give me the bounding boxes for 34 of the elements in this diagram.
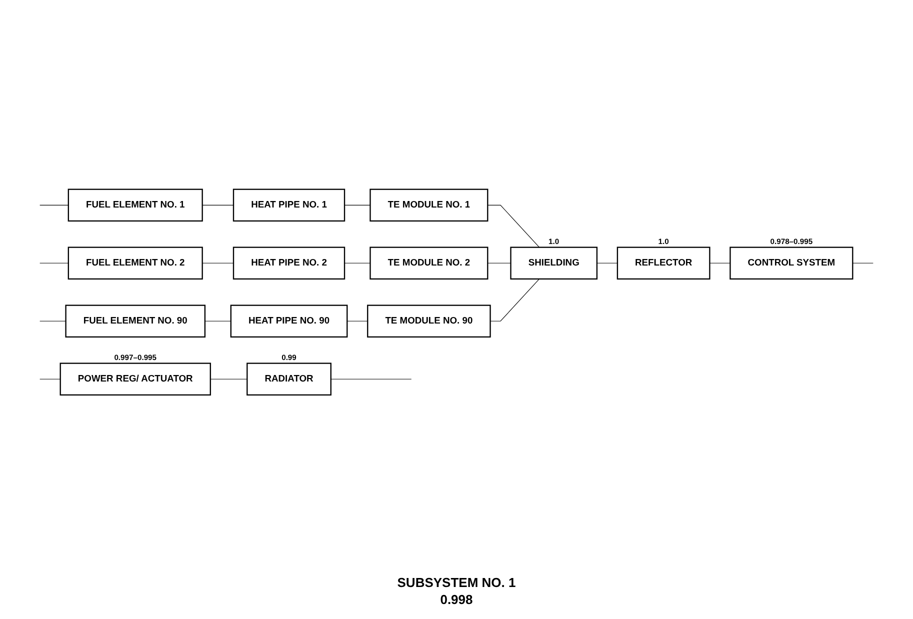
connector [487,204,540,248]
node-box: FUEL ELEMENT NO. 1 [68,188,203,222]
node-box: FUEL ELEMENT NO. 90 [65,304,206,338]
node-box: HEAT PIPE NO. 1 [232,188,346,222]
subsystem-label: SUBSYSTEM NO. 1 [397,575,516,590]
connector [210,378,248,380]
connector [202,204,234,206]
node-box: TE MODULE NO. 1 [370,188,488,222]
connector [852,262,874,264]
node-box: TE MODULE NO. 2 [370,246,488,280]
connector [202,262,234,264]
node-box: FUEL ELEMENT NO. 2 [68,246,203,280]
node-box: REFLECTOR [616,246,710,280]
connector [487,262,512,264]
connector [40,204,69,206]
connector [346,320,368,322]
node-box: TE MODULE NO. 90 [367,304,491,338]
connector [490,278,540,322]
node-box: POWER REG/ ACTUATOR [60,362,211,396]
connector [40,320,66,322]
connector [40,378,61,380]
node-box: SHIELDING [510,246,598,280]
node-box: CONTROL SYSTEM [730,246,854,280]
connector [344,204,371,206]
node-box: HEAT PIPE NO. 90 [230,304,348,338]
connector [344,262,371,264]
node-box: HEAT PIPE NO. 2 [232,246,346,280]
connector [330,378,412,380]
connector [40,262,69,264]
connector [709,262,730,264]
connector [596,262,618,264]
node-box: RADIATOR [246,362,332,396]
subsystem-label: 0.998 [439,592,474,607]
connector [204,320,232,322]
